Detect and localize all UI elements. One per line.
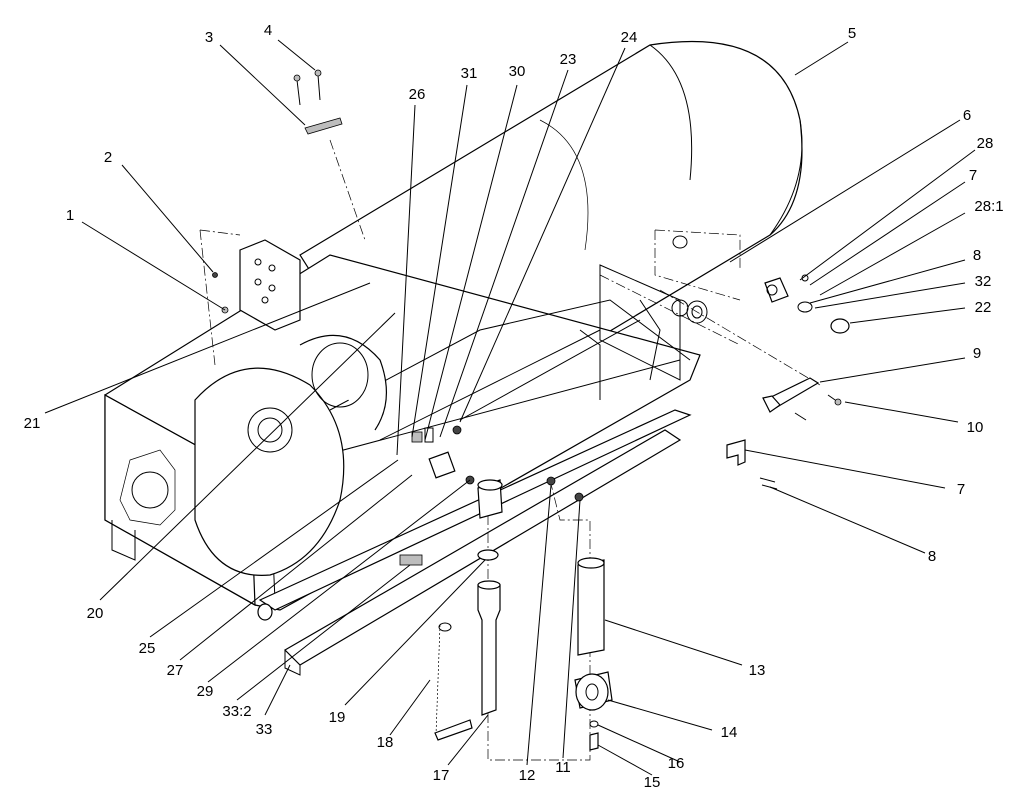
rear-panel xyxy=(579,229,741,400)
plate-part-3 xyxy=(304,117,343,135)
callout-32: 32 xyxy=(975,273,992,290)
pin-chain-18 xyxy=(434,622,473,741)
callout-16: 16 xyxy=(668,755,685,772)
callout-3: 3 xyxy=(205,29,213,46)
mounting-bracket xyxy=(239,239,301,331)
callout-20: 20 xyxy=(87,605,104,622)
callout-15: 15 xyxy=(644,774,661,791)
screws-part-4 xyxy=(293,69,322,106)
callout-26: 26 xyxy=(409,86,426,103)
callout-8: 8 xyxy=(973,247,981,264)
callout-25: 25 xyxy=(139,640,156,657)
callout-18: 18 xyxy=(377,734,394,751)
drum-plate xyxy=(194,334,388,576)
callout-7: 7 xyxy=(969,167,977,184)
callout-7-lower: 7 xyxy=(957,481,965,498)
callout-9: 9 xyxy=(973,345,981,362)
callout-31: 31 xyxy=(461,65,478,82)
callout-28: 28 xyxy=(977,135,994,152)
callout-33: 33 xyxy=(256,721,273,738)
callout-6: 6 xyxy=(963,107,971,124)
callout-30: 30 xyxy=(509,63,526,80)
callout-19: 19 xyxy=(329,709,346,726)
nut-12 xyxy=(546,476,556,486)
callout-2: 2 xyxy=(104,149,112,166)
callout-33-2: 33:2 xyxy=(222,703,251,720)
callout-5: 5 xyxy=(848,25,856,42)
leg-socket-19 xyxy=(477,479,503,561)
callout-24: 24 xyxy=(621,29,638,46)
callout-22: 22 xyxy=(975,299,992,316)
end-plate xyxy=(119,449,176,526)
callout-13: 13 xyxy=(749,662,766,679)
callout-21: 21 xyxy=(24,415,41,432)
callout-17: 17 xyxy=(433,767,450,784)
shaft-hardware xyxy=(671,235,850,334)
nut-11 xyxy=(574,492,584,502)
callout-4: 4 xyxy=(264,22,272,39)
lever-part-9 xyxy=(762,377,842,421)
callout-12: 12 xyxy=(519,767,536,784)
callout-10: 10 xyxy=(967,419,984,436)
leader-lines xyxy=(44,39,976,776)
latch-part-7 xyxy=(726,439,778,490)
callout-23: 23 xyxy=(560,51,577,68)
callout-28-1: 28:1 xyxy=(974,198,1003,215)
caster-leg-13 xyxy=(577,557,605,656)
callout-27: 27 xyxy=(167,662,184,679)
callout-29: 29 xyxy=(197,683,214,700)
caster-wheel-14 xyxy=(574,671,613,751)
callout-8-lower: 8 xyxy=(928,548,936,565)
callout-11: 11 xyxy=(555,759,571,776)
callout-14: 14 xyxy=(721,724,738,741)
callout-1: 1 xyxy=(66,207,74,224)
callout-labels: 1 2 3 4 5 6 28 7 28:1 8 32 22 9 10 7 8 2… xyxy=(24,22,1004,791)
leg-tube-17 xyxy=(477,580,501,716)
rail-end-cap xyxy=(257,603,273,621)
